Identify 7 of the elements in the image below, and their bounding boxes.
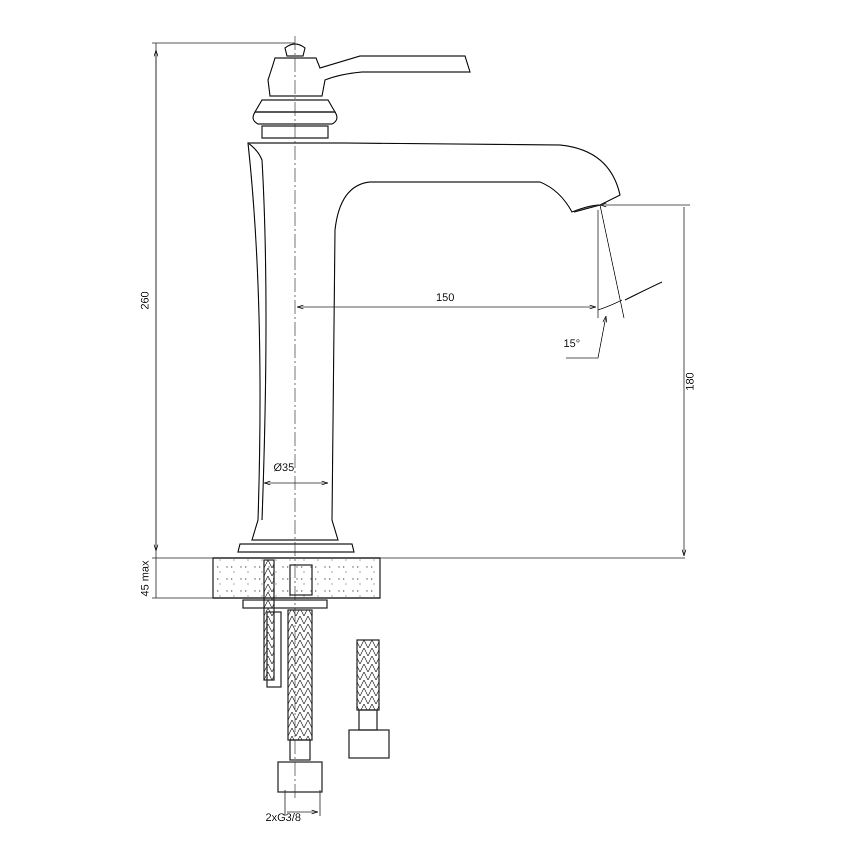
dimension-label: 180 — [686, 372, 697, 390]
dimension-label: 2xG3/8 — [266, 812, 301, 824]
dimension-label: 150 — [436, 292, 454, 304]
dimension-label: 45 max — [140, 560, 152, 596]
dimension-label: 260 — [140, 290, 152, 310]
dimension-label: 15° — [564, 338, 580, 350]
dimension-label: Ø35 — [274, 462, 294, 474]
